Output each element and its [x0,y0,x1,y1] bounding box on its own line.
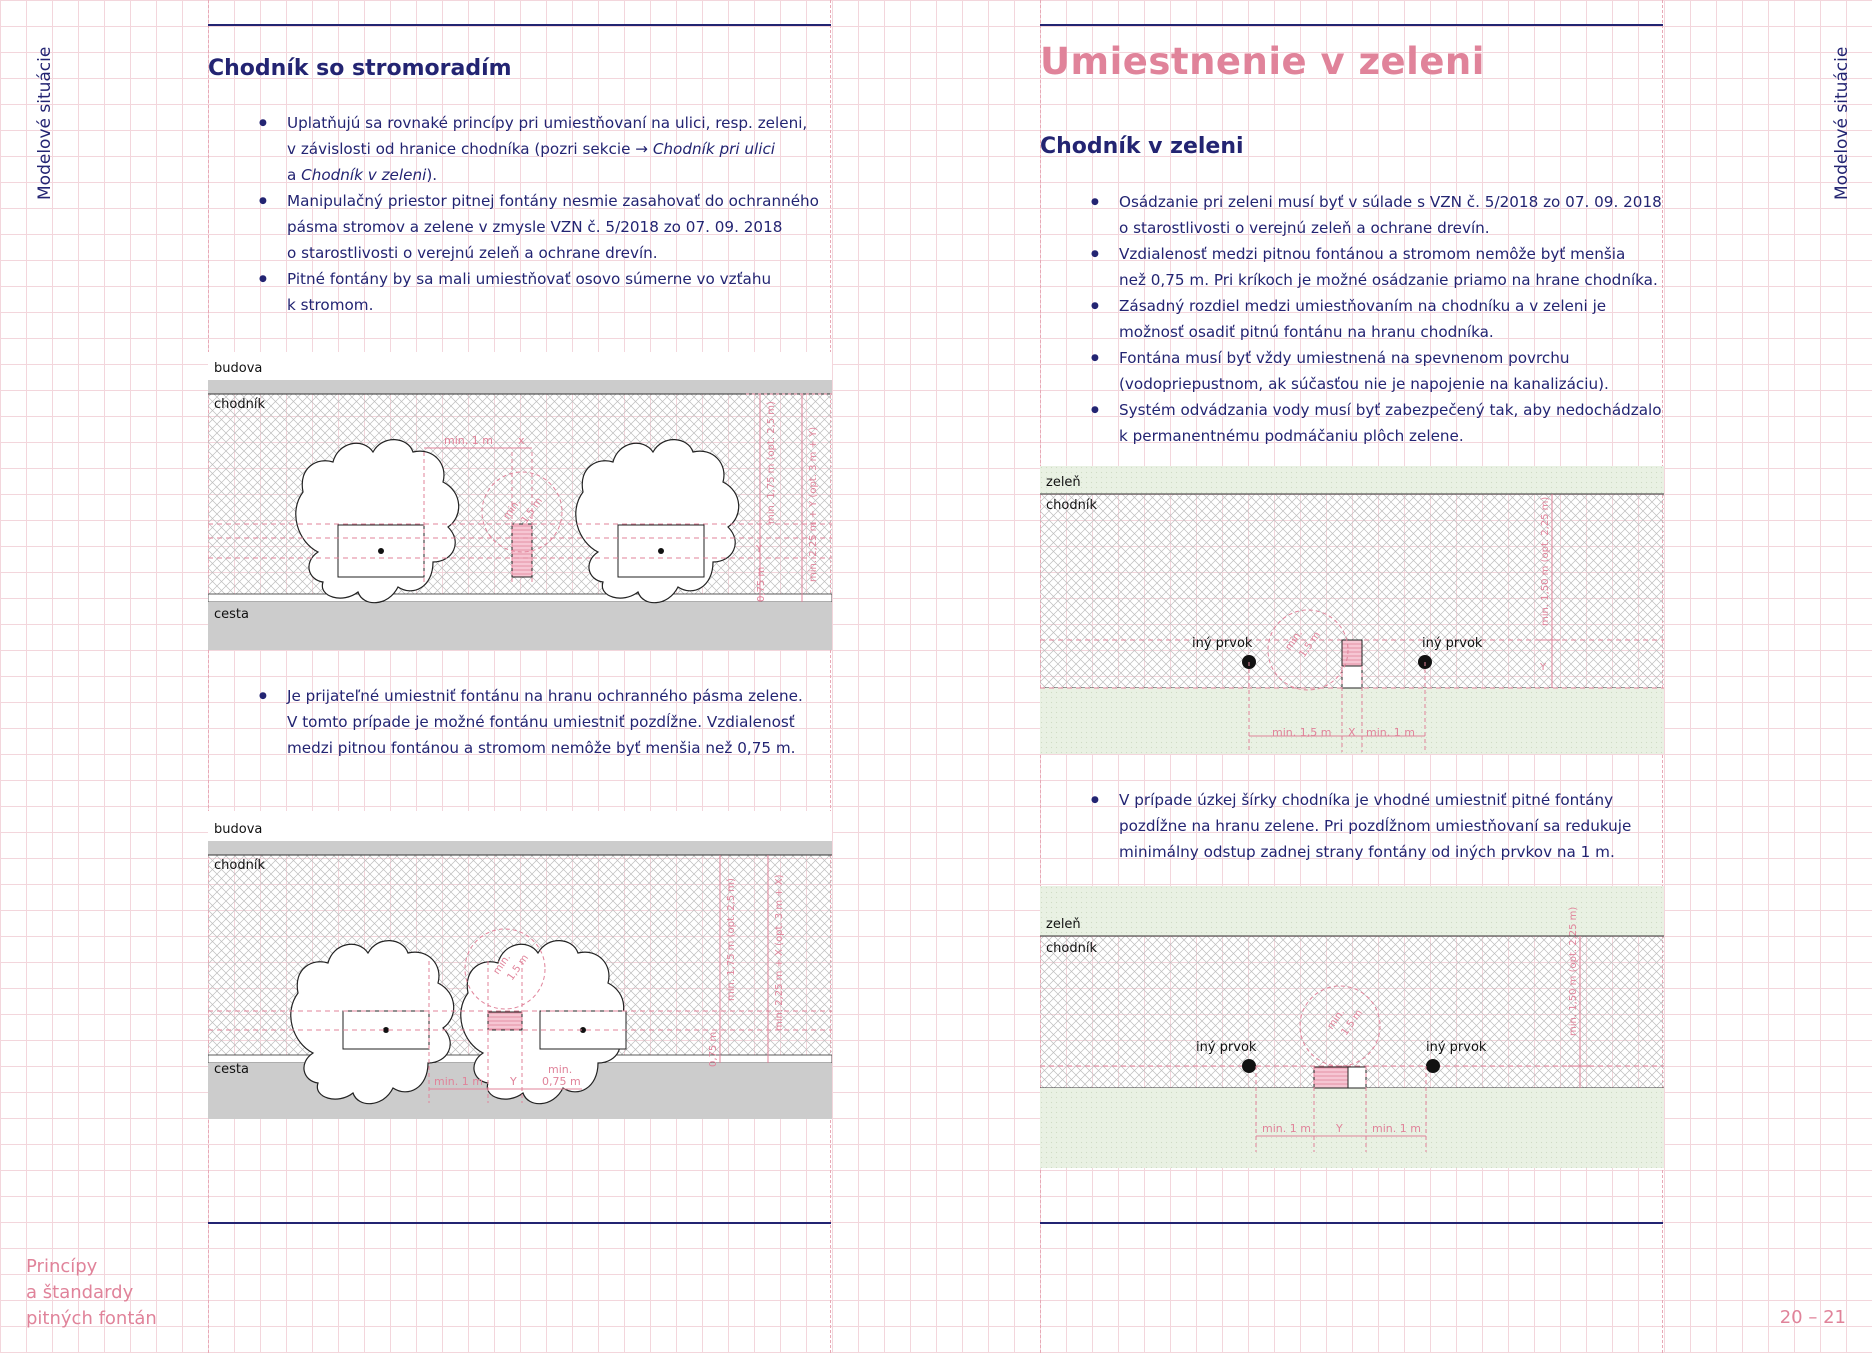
list-item: Vzdialenosť medzi pitnou fontánou a stro… [1091,241,1679,293]
manipulation-zone [481,471,563,553]
link-text: Chodník pri ulici [652,140,776,158]
other-element-left [1242,1059,1256,1073]
label-other-left: iný prvok [1196,1040,1257,1055]
dim-vertical-1: min. 1,75 m (opt. 2,5 m) [726,878,737,1001]
other-element-right [1426,1059,1440,1073]
dim-vertical-3: 0,75 m [708,1032,719,1067]
tree-trunk [580,1027,586,1033]
label-building: budova [214,361,262,376]
fountain [511,523,533,578]
text: v závislosti od hranice chodníka (pozri … [287,140,653,158]
diagram-sidewalk-in-green-longitudinal: zeleň chodník iný prvok iný prvok min. 1… [1040,886,1664,1168]
side-label-left: Modelové situácie [35,46,55,200]
dim-a: min. 1 m [1262,1122,1311,1135]
list-item: Osádzanie pri zeleni musí byť v súlade s… [1091,189,1679,241]
left-bullet-list-2: Je prijateľné umiestniť fontánu na hranu… [259,683,847,761]
label-green: zeleň [1046,475,1081,490]
fountain [487,1011,523,1031]
dim-y: Y [1539,662,1547,673]
dim-x: X [1348,726,1356,739]
dim-vertical-1: min. 1,75 m (opt. 2,5 m) [766,401,777,524]
manipulation-zone [1299,985,1381,1067]
diagram-tree-row-transverse: budova chodník cesta min. 1 m x min. 1,5… [208,352,832,650]
label-green: zeleň [1046,917,1081,932]
list-item: Zásadný rozdiel medzi umiestňovaním na c… [1091,293,1679,345]
label-other-right: iný prvok [1426,1040,1487,1055]
label-sidewalk: chodník [214,858,265,873]
tree-trunk [658,548,664,554]
dim-y: Y [755,544,763,555]
dim-vertical: min. 1,50 m (opt. 2,25 m) [1568,907,1579,1036]
manipulation-zone [464,928,546,1010]
text: ). [426,166,438,184]
tree-trunk [383,1027,389,1033]
label-other-left: iný prvok [1192,636,1253,651]
bottom-rule-left [208,1222,831,1224]
right-bullet-list-1: Osádzanie pri zeleni musí byť v súlade s… [1091,189,1679,449]
page-numbers: 20 – 21 [1779,1307,1846,1328]
dim-075: 0,75 m [542,1075,581,1088]
left-heading: Chodník so stromoradím [208,56,512,81]
dim-min-1m: min. 1 m [444,434,493,447]
right-heading: Chodník v zeleni [1040,134,1244,159]
side-label-right: Modelové situácie [1832,46,1852,200]
dim-min-1m: min. 1 m [434,1075,483,1088]
fountain-top [1341,639,1363,667]
list-item: Pitné fontány by sa mali umiestňovať oso… [259,266,847,318]
footer-title: Princípy a štandardy pitných fontán [26,1256,157,1329]
manipulation-zone [1267,609,1349,691]
link-text: Chodník v zeleni [301,166,427,184]
list-item: Systém odvádzania vody musí byť zabezpeč… [1091,397,1679,449]
dim-vertical: min. 1,50 m (opt. 2,25 m) [1540,497,1551,626]
bottom-rule-right [1040,1222,1663,1224]
label-other-right: iný prvok [1422,636,1483,651]
dim-b: min. 1 m [1372,1122,1421,1135]
label-sidewalk: chodník [214,397,265,412]
dim-a: min. 1,5 m [1272,726,1331,739]
label-sidewalk: chodník [1046,941,1097,956]
dim-vertical-2: min. 2,25 m + X (opt. 3 m + X) [774,874,785,1031]
right-title: Umiestnenie v zeleni [1040,40,1485,83]
list-item: V prípade úzkej šírky chodníka je vhodné… [1091,787,1679,865]
dim-y: Y [509,1075,517,1088]
tree-trunk [378,548,384,554]
label-building: budova [214,822,262,837]
dim-vertical-3: 0,75 m [756,567,767,602]
dim-y: Y [1335,1122,1343,1135]
dim-b: min. 1 m [1366,726,1415,739]
margin-guide [830,0,831,1353]
list-item: Manipulačný priestor pitnej fontány nesm… [259,188,847,266]
left-bullet-list-1: Uplatňujú sa rovnaké princípy pri umiest… [259,110,847,318]
list-item: Je prijateľné umiestniť fontánu na hranu… [259,683,847,761]
diagram-sidewalk-in-green-transverse: zeleň chodník iný prvok iný prvok min. 1… [1040,466,1664,754]
dim-x: x [518,434,525,447]
text: a [287,166,302,184]
top-rule-left [208,24,831,26]
label-sidewalk: chodník [1046,498,1097,513]
margin-guide [208,0,209,1353]
diagram-tree-row-longitudinal: budova chodník cesta min. 1 m Y min. 0,7… [208,811,832,1119]
list-item: Uplatňujú sa rovnaké princípy pri umiest… [259,110,847,188]
list-item: Fontána musí byť vždy umiestnená na spev… [1091,345,1679,397]
dim-vertical-2: min. 2,25 m + Y (opt. 3 m + Y) [808,427,819,582]
label-road: cesta [214,607,249,622]
dim-min: min. [548,1063,572,1076]
right-bullet-list-2: V prípade úzkej šírky chodníka je vhodné… [1091,787,1679,865]
label-road: cesta [214,1062,249,1077]
fountain-top [1313,1066,1349,1089]
top-rule-right [1040,24,1663,26]
